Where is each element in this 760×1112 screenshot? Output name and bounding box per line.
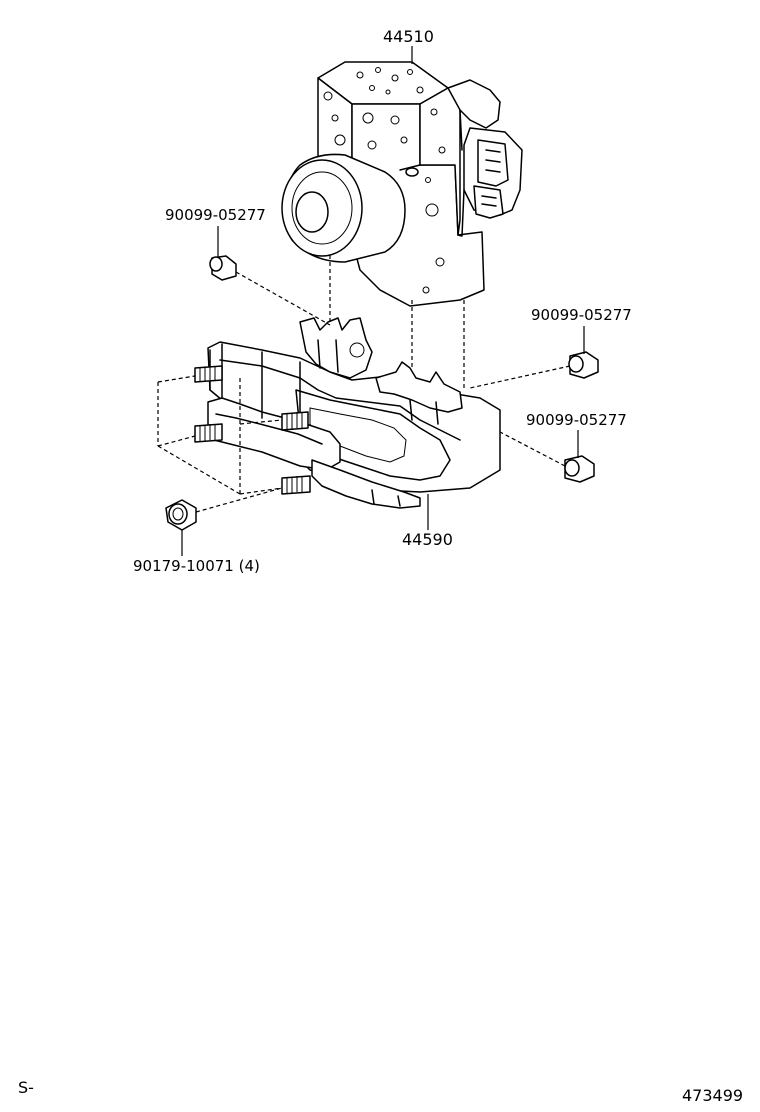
part-label-bracket: 44590 (402, 530, 453, 549)
abs-actuator-illustration (281, 61, 523, 307)
bracket-illustration (207, 317, 501, 509)
bolt-left-illustration (209, 255, 237, 281)
stud-illustrations (194, 365, 311, 495)
part-label-actuator: 44510 (383, 27, 434, 46)
bolt-right-lower-illustration (564, 455, 595, 483)
assembly-dashed-lines (157, 255, 571, 513)
illustration-number: 473499 (682, 1086, 743, 1105)
part-label-bolt-right-lower: 90099-05277 (526, 411, 627, 429)
leader-lines (181, 46, 585, 556)
part-label-bolt-left: 90099-05277 (165, 206, 266, 224)
bolt-right-upper-illustration (568, 351, 599, 379)
part-label-nut: 90179-10071 (4) (133, 557, 260, 575)
nut-illustration (165, 499, 197, 531)
section-code: S- (18, 1078, 34, 1097)
part-label-bolt-right-upper: 90099-05277 (531, 306, 632, 324)
